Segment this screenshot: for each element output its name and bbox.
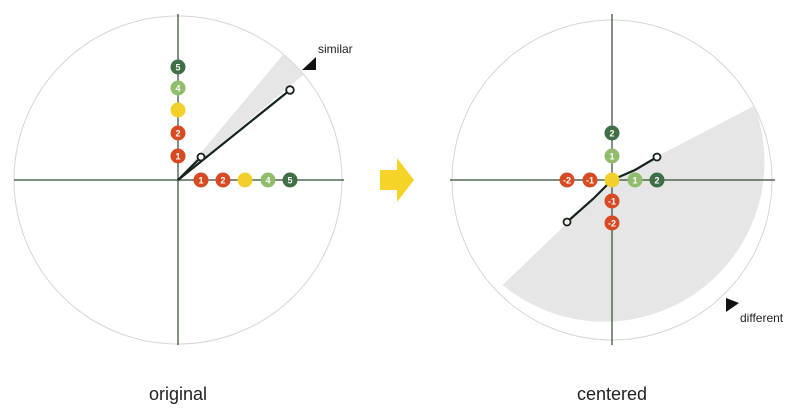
right-pointer-arrow-icon [726,298,739,312]
right-panel: 2 1 -1 -2 -2 -1 1 [450,14,784,404]
left-vertical-dot: 1 [170,148,186,164]
right-horizontal-dot: -1 [582,172,598,188]
right-vector-b-endpoint [652,152,662,162]
left-long-vector [177,89,291,181]
left-vertical-dot: 4 [170,80,186,96]
left-panel: 1 2 4 5 1 2 [13,14,353,404]
left-horizontal-dot [237,172,253,188]
right-vector-a [566,179,613,223]
right-horizontal-dot: -2 [559,172,575,188]
dot-label: 1 [198,176,203,186]
right-vector-b [611,156,658,182]
left-vertical-dot: 2 [170,125,186,141]
dot-label: 5 [287,176,292,186]
right-horizontal-dot: 2 [649,172,665,188]
dot-label: 2 [175,129,180,139]
right-difference-sector [502,105,765,322]
dot-label: -2 [563,176,571,186]
left-vertical-dot [170,102,186,118]
left-pointer-arrow-icon [302,57,316,70]
dot-label: -1 [586,176,594,186]
dot-label: 1 [632,176,637,186]
dot-label: -1 [608,197,616,207]
dot-label: 1 [609,152,614,162]
right-caption: centered [577,384,647,404]
right-center-dot [604,172,620,188]
left-vertical-dot: 5 [170,59,186,75]
left-caption: original [149,384,207,404]
transform-arrow-icon [380,158,414,202]
dot-label: 2 [609,129,614,139]
left-long-vector-endpoint [285,85,295,95]
right-vector-a-endpoint [562,217,572,227]
dot-label: 4 [265,176,270,186]
right-vertical-dot: -2 [604,215,620,231]
dot-label: -2 [608,219,616,229]
right-horizontal-dot: 1 [627,172,643,188]
right-vertical-dot: -1 [604,193,620,209]
left-horizontal-dot: 4 [260,172,276,188]
dot-label: 4 [175,84,180,94]
dot-label: 2 [654,176,659,186]
left-short-vector-endpoint [196,152,206,162]
dot-label: 1 [175,152,180,162]
left-note-label: similar [318,42,353,56]
dot-label: 5 [175,63,180,73]
left-horizontal-dot: 2 [215,172,231,188]
left-horizontal-dot: 5 [282,172,298,188]
right-vertical-dot: 1 [604,148,620,164]
dot-label: 2 [220,176,225,186]
right-vertical-dot: 2 [604,125,620,141]
left-similarity-sector [178,54,304,180]
right-note-label: different [740,311,784,325]
left-horizontal-dot: 1 [193,172,209,188]
